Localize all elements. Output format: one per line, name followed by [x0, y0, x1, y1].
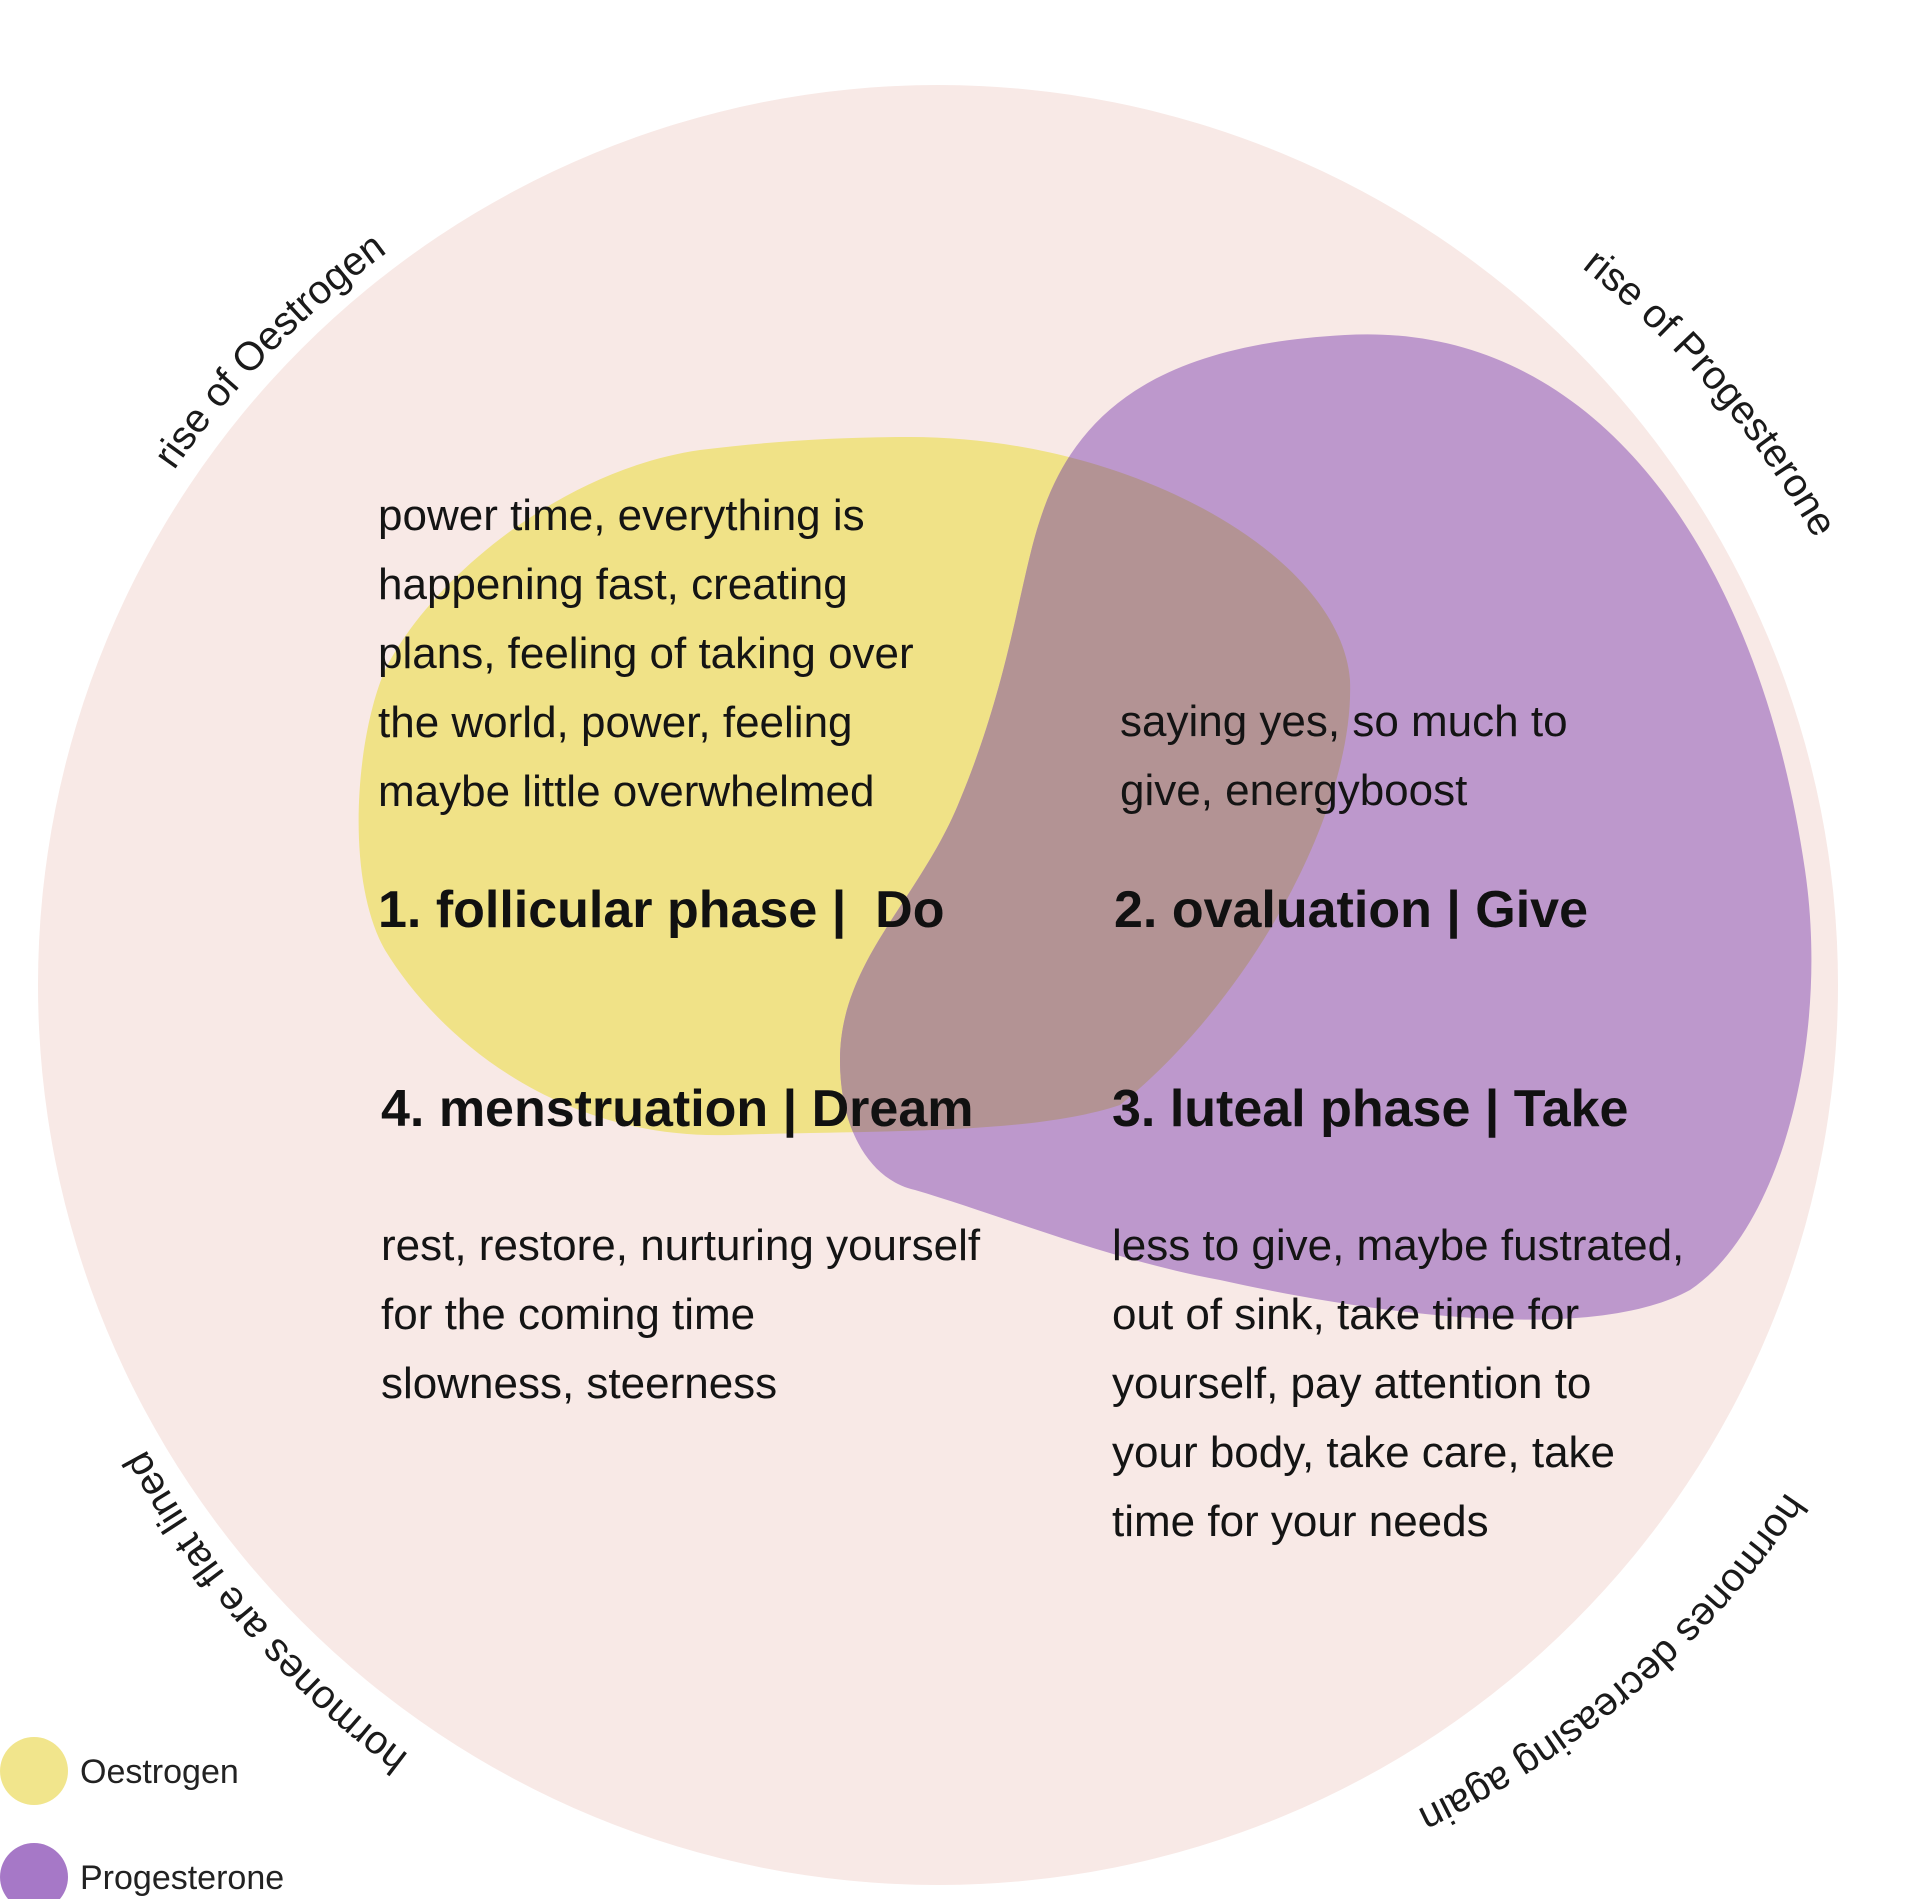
ovulation-description-line: saying yes, so much to — [1120, 697, 1568, 746]
luteal-description: less to give, maybe fustrated, out of si… — [1112, 1221, 1697, 1546]
follicular-description-line: maybe little overwhelmed — [378, 767, 874, 816]
luteal-description-line: out of sink, take time for — [1112, 1290, 1579, 1339]
legend-progesterone-label: Progesterone — [80, 1859, 284, 1897]
menstruation-description: rest, restore, nurturing yourself for th… — [381, 1221, 992, 1408]
ovulation-description: saying yes, so much to give, energyboost — [1120, 697, 1580, 815]
phase-title-menstruation: 4. menstruation | Dream — [381, 1080, 974, 1138]
follicular-description-line: happening fast, creating — [378, 560, 848, 609]
luteal-description-line: less to give, maybe fustrated, — [1112, 1221, 1684, 1270]
menstruation-description-line: rest, restore, nurturing yourself — [381, 1221, 981, 1270]
luteal-description-line: your body, take care, take — [1112, 1428, 1615, 1477]
phase-title-ovulation: 2. ovaluation | Give — [1114, 881, 1588, 939]
luteal-description-line: time for your needs — [1112, 1497, 1489, 1546]
legend-progesterone-swatch — [0, 1843, 68, 1899]
follicular-description: power time, everything is happening fast… — [378, 491, 926, 816]
follicular-description-line: the world, power, feeling — [378, 698, 853, 747]
menstruation-description-line: slowness, steerness — [381, 1359, 777, 1408]
ovulation-description-line: give, energyboost — [1120, 766, 1467, 815]
legend-oestrogen-swatch — [0, 1737, 68, 1805]
menstruation-description-line: for the coming time — [381, 1290, 755, 1339]
legend-oestrogen-label: Oestrogen — [80, 1753, 239, 1791]
phase-title-luteal: 3. luteal phase | Take — [1112, 1080, 1628, 1138]
follicular-description-line: power time, everything is — [378, 491, 865, 540]
phase-title-follicular: 1. follicular phase | Do — [378, 881, 944, 939]
follicular-description-line: plans, feeling of taking over — [378, 629, 914, 678]
luteal-description-line: yourself, pay attention to — [1112, 1359, 1591, 1408]
